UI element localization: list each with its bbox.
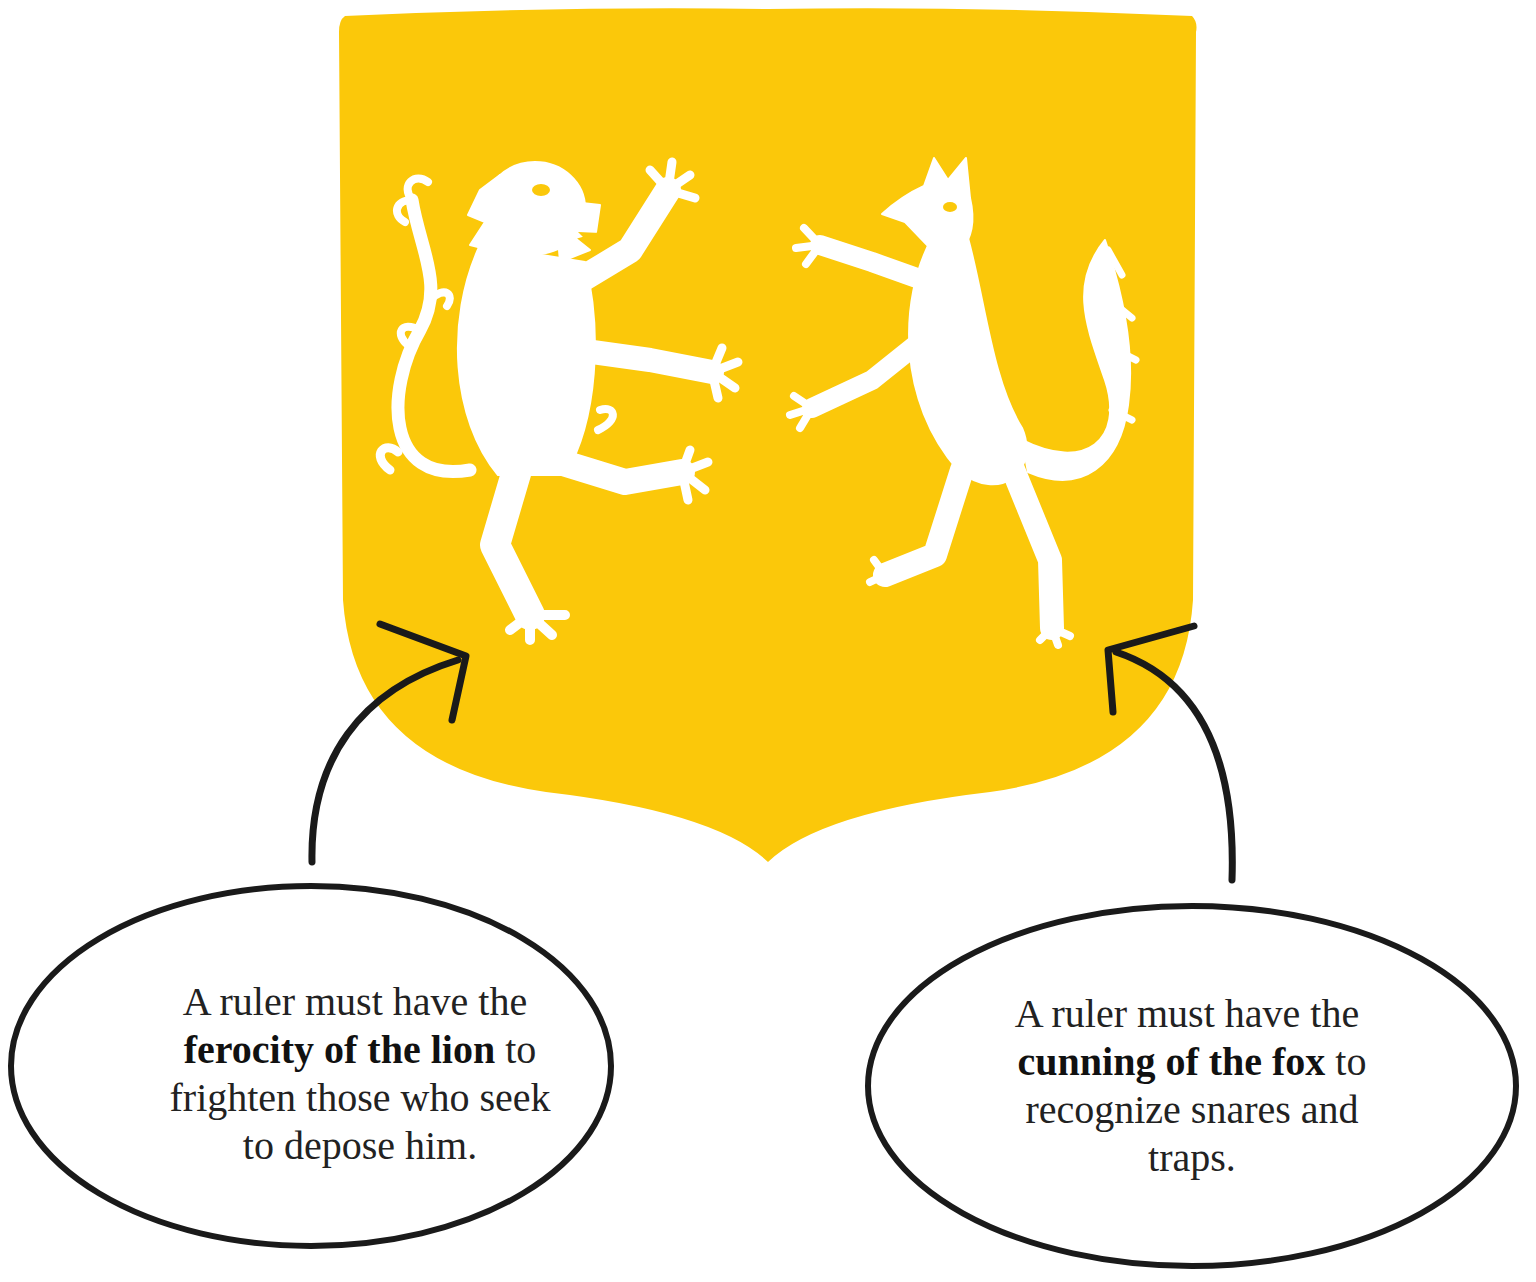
callout-text: A ruler must have the	[1015, 991, 1359, 1036]
fox-rampant	[790, 158, 1136, 645]
callout-text-block: A ruler must have theferocity of the lio…	[160, 978, 560, 1170]
callout-ellipse: A ruler must have thecunning of the foxt…	[862, 900, 1522, 1272]
shield	[339, 8, 1197, 862]
lion-rampant	[380, 162, 738, 640]
callout-text: A ruler must have the	[183, 979, 527, 1024]
emphasis-text: cunning of the fox	[1018, 1039, 1326, 1084]
emphasis-text: ferocity of the lion	[184, 1027, 495, 1072]
ellipse-shape	[11, 886, 611, 1246]
ellipse-shape	[868, 906, 1516, 1266]
callout-ellipse: A ruler must have theferocity of the lio…	[5, 880, 617, 1252]
leader-arrows	[312, 624, 1232, 880]
ellipse-outline	[862, 900, 1522, 1272]
callout-text-block: A ruler must have thecunning of the foxt…	[1012, 990, 1372, 1182]
